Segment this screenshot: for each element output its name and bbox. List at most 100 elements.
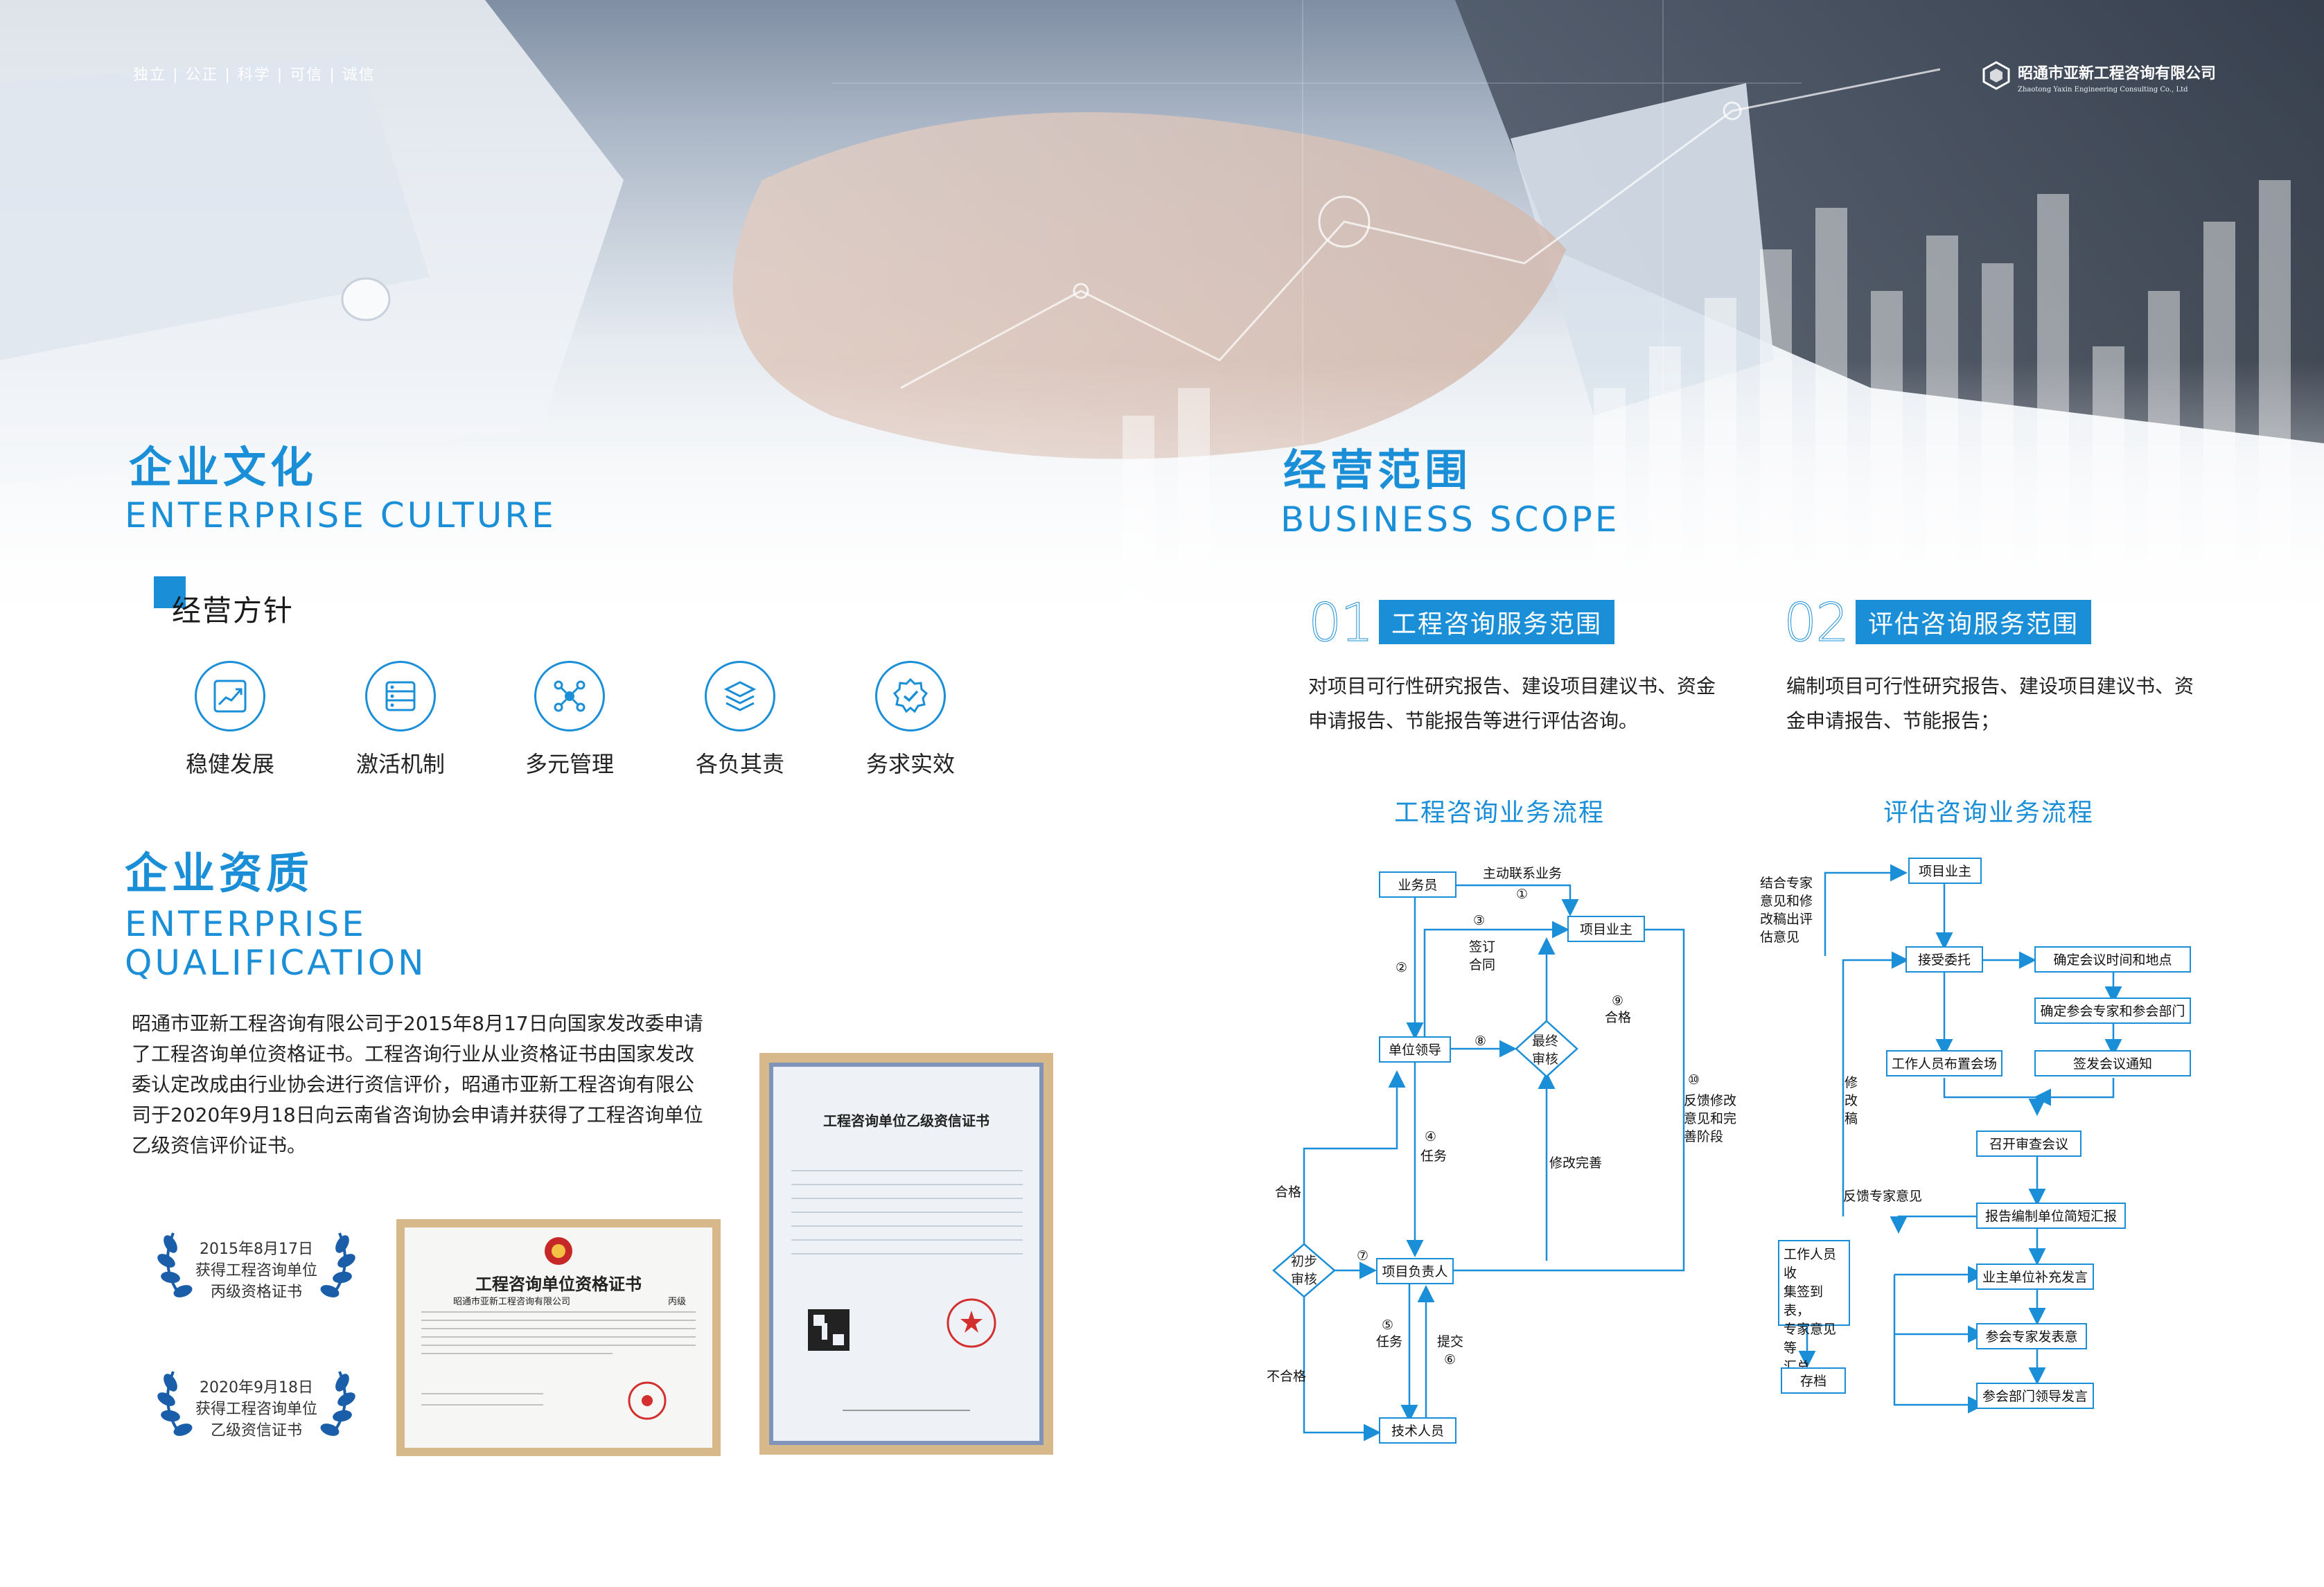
policy-label: 多元管理	[525, 751, 614, 777]
qualification-title-cn: 企业资质	[125, 848, 314, 898]
list-stack-icon	[365, 661, 436, 732]
policy-item: 各负其责	[671, 661, 809, 779]
paragraph-line: 乙级资信评价证书。	[132, 1134, 307, 1157]
certificate-grade: 丙级	[668, 1297, 687, 1307]
badge-line: 丙级资格证书	[210, 1284, 302, 1301]
qualification-title-en-1: ENTERPRISE	[125, 904, 367, 944]
paragraph-line: 了工程咨询单位资格证书。工程咨询行业从业资格证书由国家发改	[132, 1043, 695, 1065]
badge-2015: 2015年8月17日 获得工程咨询单位 丙级资格证书	[152, 1239, 360, 1303]
flow1-label: 反馈修改 意见和完 善阶段	[1684, 1093, 1737, 1144]
badge-line: 2020年9月18日	[200, 1379, 313, 1397]
policy-item: 稳健发展	[161, 661, 299, 779]
flow1-label: 主动联系业务	[1483, 866, 1562, 881]
tagline: 独立 | 公正 | 科学 | 可信 | 诚信	[133, 67, 376, 84]
badge-line: 获得工程咨询单位	[195, 1262, 317, 1279]
certificate-qr-icon	[791, 1170, 1023, 1411]
flow2-box-notice: 签发会议通知	[2034, 1050, 2191, 1076]
qualification-paragraph: 昭通市亚新工程咨询有限公司于2015年8月17日向国家发改委申请 了工程咨询单位…	[132, 1009, 728, 1161]
flow2-box-accept: 接受委托	[1905, 946, 1983, 973]
policy-item: 多元管理	[500, 661, 639, 779]
company-name-en: Zhaotong Yaxin Engineering Consulting Co…	[2018, 86, 2188, 94]
scope-tag: 工程咨询服务范围	[1379, 600, 1615, 644]
scope-title-cn: 经营范围	[1283, 445, 1472, 495]
laurel-wreath-icon	[157, 1232, 355, 1297]
growth-chart-icon	[195, 661, 265, 732]
paragraph-line: 委认定改成由行业协会进行资信评价，昭通市亚新工程咨询有限公	[132, 1073, 695, 1096]
company-name-cn: 昭通市亚新工程咨询有限公司	[2018, 64, 2217, 82]
flow1-label: 提交	[1437, 1334, 1464, 1349]
flow1-final-review-label: 最终 审核	[1531, 1034, 1558, 1067]
flow1-box-pm: 项目负责人	[1376, 1258, 1454, 1284]
scope-description: 对项目可行性研究报告、建设项目建议书、资金 申请报告、节能报告等进行评估咨询。	[1308, 669, 1738, 738]
flow1-box-salesman: 业务员	[1379, 871, 1456, 898]
flow2-box-expert-speak: 参会专家发表意	[1976, 1323, 2087, 1349]
scope-line: 编制项目可行性研究报告、建设项目建议书、资	[1786, 675, 2194, 698]
culture-title-en: ENTERPRISE CULTURE	[125, 495, 556, 535]
check-badge-icon	[875, 661, 946, 732]
flow1-label: 合格	[1605, 1010, 1632, 1025]
policy-label: 稳健发展	[185, 751, 274, 777]
flow1-connectors	[1272, 884, 1685, 1442]
flow1-box-tech: 技术人员	[1379, 1417, 1456, 1444]
flow1-label: 签订 合同	[1469, 939, 1496, 973]
flow2-box-confirm-experts: 确定参会专家和参会部门	[2034, 998, 2191, 1024]
scope-title-en: BUSINESS SCOPE	[1280, 499, 1620, 540]
company-logo	[1982, 61, 2011, 93]
scope-number: 01	[1308, 592, 1375, 654]
flow2-box-confirm-time: 确定会议时间和地点	[2034, 946, 2191, 973]
paragraph-line: 司于2020年9月18日向云南省咨询协会申请并获得了工程咨询单位	[132, 1103, 703, 1126]
flow1-label: ⑩	[1688, 1072, 1700, 1088]
qualification-title-en-2: QUALIFICATION	[125, 943, 427, 983]
certificate-class-c: 工程咨询单位资格证书 昭通市亚新工程咨询有限公司 丙级	[396, 1219, 721, 1456]
paragraph-line: 昭通市亚新工程咨询有限公司于2015年8月17日向国家发改委申请	[132, 1012, 703, 1035]
policy-item: 务求实效	[841, 661, 980, 779]
policy-item: 激活机制	[331, 661, 470, 779]
flow1-box-owner: 项目业主	[1567, 916, 1645, 942]
flow2-label: 结合专家 意见和修 改稿出评 估意见	[1760, 876, 1813, 945]
flow1-label: 任务	[1376, 1334, 1403, 1349]
flow1-label: 合格	[1275, 1185, 1302, 1200]
flow2-box-staff-venue: 工作人员布置会场	[1886, 1050, 2002, 1076]
flow1-title: 工程咨询业务流程	[1394, 799, 1605, 827]
scope-tag: 评估咨询服务范围	[1856, 600, 2092, 644]
certificate-class-b: 工程咨询单位乙级资信证书	[759, 1053, 1053, 1455]
policy-subhead: 经营方针	[172, 594, 294, 628]
policy-label: 各负其责	[695, 751, 784, 777]
flow2-label: 反馈专家意见	[1843, 1189, 1923, 1204]
certificate-title: 工程咨询单位资格证书	[475, 1274, 642, 1294]
flow1-label: ⑨	[1612, 993, 1624, 1009]
flow2-box-owner: 项目业主	[1908, 858, 1982, 884]
badge-line: 乙级资信证书	[210, 1422, 302, 1439]
flow2-box-meeting: 召开审查会议	[1976, 1131, 2081, 1157]
flow1-label: 修改完善	[1549, 1155, 1603, 1171]
scope-line: 对项目可行性研究报告、建设项目建议书、资金	[1308, 675, 1716, 698]
flow1-label: ⑧	[1474, 1034, 1487, 1049]
flow1-label: ⑥	[1444, 1352, 1456, 1367]
flow2-box-owner-speak: 业主单位补充发言	[1976, 1264, 2094, 1290]
flow1-label: ③	[1473, 913, 1486, 928]
certificate-seal-icon	[421, 1237, 696, 1420]
scope-line: 申请报告、节能报告等进行评估咨询。	[1308, 709, 1639, 732]
flow1-label: ⑤	[1382, 1318, 1394, 1333]
flow2-connectors	[1798, 864, 2122, 1414]
flow2-title: 评估咨询业务流程	[1883, 799, 2095, 827]
flow1-label: ⑦	[1357, 1248, 1369, 1264]
policy-label: 务求实效	[865, 751, 955, 777]
network-nodes-icon	[534, 661, 605, 732]
flow2-box-dept-speak: 参会部门领导发言	[1976, 1383, 2094, 1409]
scope-line: 金申请报告、节能报告；	[1786, 709, 2000, 732]
flow1-box-leader: 单位领导	[1379, 1036, 1451, 1063]
flow1-label: ②	[1396, 960, 1408, 975]
flow1-label: 不合格	[1267, 1369, 1307, 1384]
flow1-label: 任务	[1420, 1149, 1447, 1164]
flow2-box-collect: 工作人员收 集签到表， 专家意见等 汇总	[1778, 1240, 1850, 1374]
badge-line: 2015年8月17日	[200, 1241, 313, 1258]
subhead-marker	[154, 576, 186, 608]
scope-number: 02	[1784, 592, 1850, 654]
flow2-box-report: 报告编制单位简短汇报	[1976, 1203, 2126, 1229]
culture-title-cn: 企业文化	[129, 442, 318, 493]
flow2-label: 修 改 稿	[1845, 1075, 1858, 1126]
certificate-unit: 昭通市亚新工程咨询有限公司	[453, 1297, 571, 1307]
